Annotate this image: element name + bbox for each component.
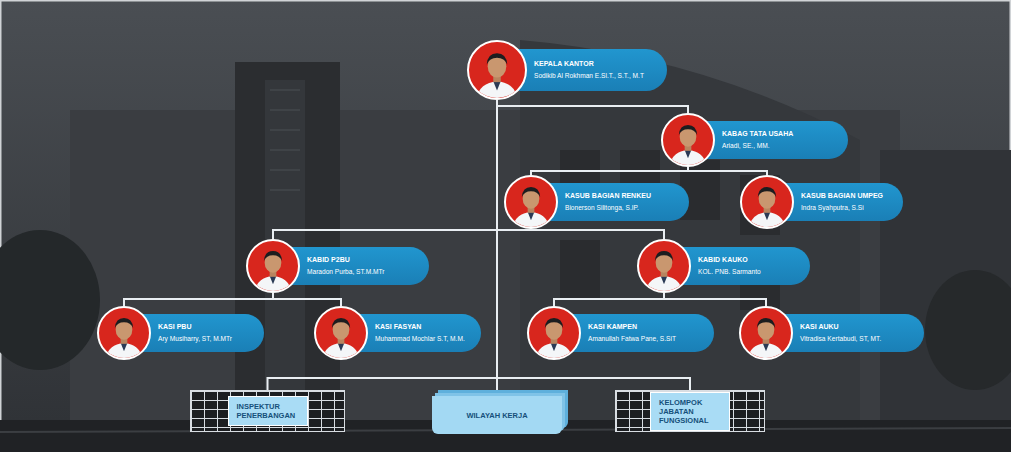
portrait-figure xyxy=(742,177,792,227)
portrait-figure xyxy=(506,177,556,227)
portrait-figure xyxy=(248,241,298,291)
org-connector xyxy=(688,167,767,175)
portrait-circle xyxy=(504,175,558,229)
portrait-circle xyxy=(740,175,794,229)
position-title: KASI AUKU xyxy=(800,323,910,332)
portrait-figure xyxy=(99,308,149,358)
portrait-figure xyxy=(529,308,579,358)
person-card: KABID KAUKO KOL. PNB. Sarmanto xyxy=(637,239,810,293)
person-name: Sodikib Al Rokhman E.Sl.T., S.T., M.T xyxy=(534,71,653,80)
person-card: KASI KAMPEN Amanullah Fatwa Pane, S.SiT xyxy=(527,306,714,360)
org-connector xyxy=(664,293,766,306)
position-title: KABID KAUKO xyxy=(698,256,796,265)
portrait-circle xyxy=(661,113,715,167)
grid-box: KELOMPOK JABATAN FUNGSIONAL xyxy=(615,390,765,432)
person-card: KASI FASYAN Muhammad Mochlar S.T, M.M. xyxy=(314,306,481,360)
position-title: KASUB BAGIAN UMPEG xyxy=(801,192,889,201)
box-label: WILAYAH KERJA xyxy=(466,411,527,420)
position-title: KASI KAMPEN xyxy=(588,323,700,332)
portrait-figure xyxy=(741,308,791,358)
person-name: Muhammad Mochlar S.T, M.M. xyxy=(375,334,467,343)
position-title: KASUB BAGIAN RENKEU xyxy=(565,192,675,201)
person-card: KASI AUKU Vitradisa Kertabudi, ST, MT. xyxy=(739,306,924,360)
stacked-box: WILAYAH KERJA xyxy=(432,396,562,434)
portrait-figure xyxy=(639,241,689,291)
grid-box: INSPEKTUR PENERBANGAN xyxy=(190,390,345,432)
portrait-circle xyxy=(637,239,691,293)
org-connector xyxy=(273,293,341,306)
person-name: Maradon Purba, ST.M.MTr xyxy=(307,267,415,276)
person-name: KOL. PNB. Sarmanto xyxy=(698,267,796,276)
org-connector xyxy=(273,100,497,239)
person-card: KASUB BAGIAN UMPEG Indra Syahputra, S.Si xyxy=(740,175,903,229)
portrait-circle xyxy=(527,306,581,360)
person-name: Amanullah Fatwa Pane, S.SiT xyxy=(588,334,700,343)
person-name: Ary Musiharry, ST, M.MTr xyxy=(158,334,250,343)
portrait-circle xyxy=(314,306,368,360)
org-connector xyxy=(268,100,498,390)
position-title: KEPALA KANTOR xyxy=(534,60,653,69)
person-name: Ariadi, SE., MM. xyxy=(722,141,834,150)
person-card: KEPALA KANTOR Sodikib Al Rokhman E.Sl.T.,… xyxy=(467,40,667,100)
person-name: Bionerson Silitonga, S.IP. xyxy=(565,203,675,212)
person-name: Vitradisa Kertabudi, ST, MT. xyxy=(800,334,910,343)
person-card: KASUB BAGIAN RENKEU Bionerson Silitonga, … xyxy=(504,175,689,229)
portrait-figure xyxy=(469,42,525,98)
portrait-figure xyxy=(663,115,713,165)
position-title: KABID P2BU xyxy=(307,256,415,265)
org-connector xyxy=(554,293,664,306)
org-connector xyxy=(124,293,273,306)
portrait-circle xyxy=(739,306,793,360)
portrait-circle xyxy=(97,306,151,360)
position-title: KASI PBU xyxy=(158,323,250,332)
portrait-circle xyxy=(467,40,527,100)
org-connector xyxy=(497,100,688,113)
box-label: KELOMPOK JABATAN FUNGSIONAL xyxy=(650,392,730,431)
portrait-circle xyxy=(246,239,300,293)
position-title: KABAG TATA USAHA xyxy=(722,130,834,139)
person-card: KASI PBU Ary Musiharry, ST, M.MTr xyxy=(97,306,264,360)
box-label: INSPEKTUR PENERBANGAN xyxy=(228,396,308,426)
person-name: Indra Syahputra, S.Si xyxy=(801,203,889,212)
person-card: KABID P2BU Maradon Purba, ST.M.MTr xyxy=(246,239,429,293)
portrait-figure xyxy=(316,308,366,358)
position-title: KASI FASYAN xyxy=(375,323,467,332)
org-connector xyxy=(531,167,688,175)
person-card: KABAG TATA USAHA Ariadi, SE., MM. xyxy=(661,113,848,167)
